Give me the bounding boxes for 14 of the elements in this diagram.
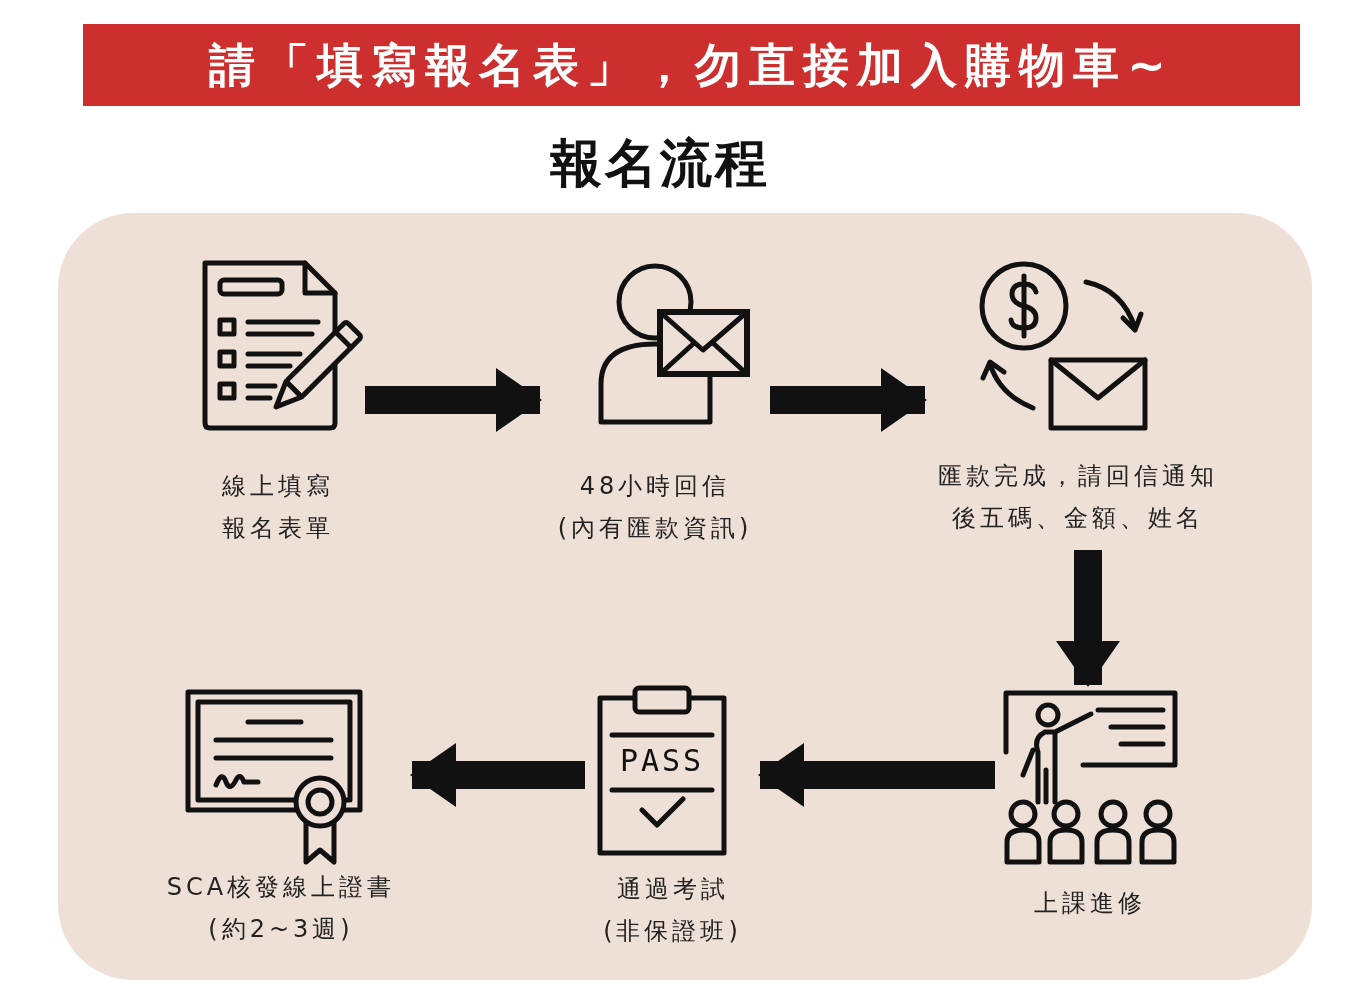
arrow	[758, 743, 995, 807]
arrow	[1056, 550, 1120, 687]
arrow	[365, 368, 542, 432]
step-label: 48小時回信(內有匯款資訊)	[556, 471, 754, 544]
heading: 報名流程	[549, 132, 771, 195]
step-label: 匯款完成，請回信通知後五碼、金額、姓名	[936, 461, 1219, 534]
step-label: SCA核發線上證書(約2~3週)	[165, 872, 397, 945]
step-label: 上課進修	[1034, 888, 1146, 919]
title-banner: 請「填寫報名表」，勿直接加入購物車~	[83, 24, 1300, 106]
arrow	[770, 368, 927, 432]
step-label: 線上填寫報名表單	[220, 471, 335, 544]
stamp-text: PASS	[618, 742, 706, 780]
arrow	[410, 743, 585, 807]
step-label: 通過考試(非保證班)	[602, 874, 743, 947]
